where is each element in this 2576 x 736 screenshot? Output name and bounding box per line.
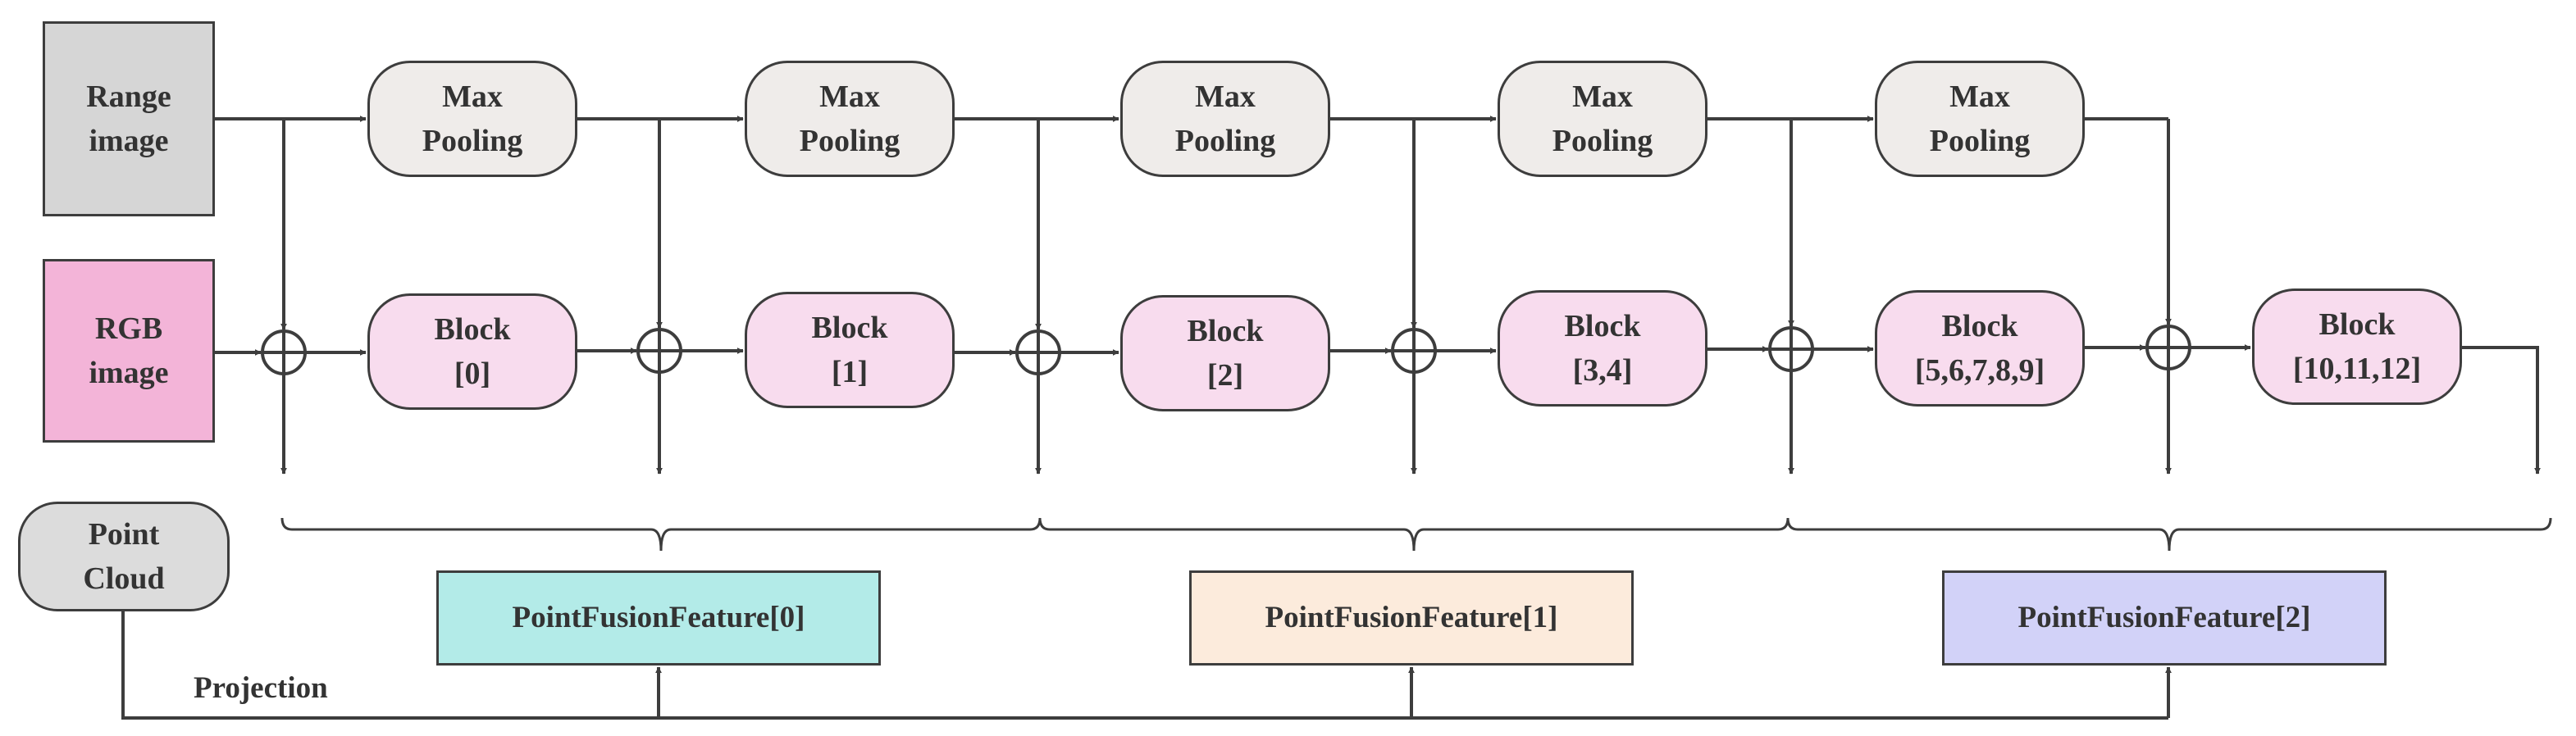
block-5-9: Block [5,6,7,8,9]: [1875, 290, 2085, 407]
point-fusion-feature-0: PointFusionFeature[0]: [436, 570, 881, 666]
block-10-12: Block [10,11,12]: [2252, 288, 2462, 405]
fusion-add-4: [1768, 326, 1814, 372]
block-3-4: Block [3,4]: [1498, 290, 1707, 407]
max-pooling-1: Max Pooling: [745, 61, 955, 177]
brace-0: [280, 517, 1042, 552]
point-cloud-box: Point Cloud: [18, 502, 230, 611]
block-2: Block [2]: [1120, 295, 1330, 411]
brace-1: [1038, 517, 1790, 552]
range-image-box: Range image: [43, 21, 215, 216]
rgb-image-box: RGB image: [43, 259, 215, 443]
projection-label: Projection: [194, 671, 328, 705]
max-pooling-0: Max Pooling: [367, 61, 577, 177]
fusion-add-3: [1391, 328, 1437, 374]
fusion-add-5: [2145, 325, 2191, 370]
point-fusion-feature-2: PointFusionFeature[2]: [1942, 570, 2387, 666]
max-pooling-4: Max Pooling: [1875, 61, 2085, 177]
brace-2: [1786, 517, 2552, 552]
fusion-add-2: [1015, 329, 1061, 375]
point-fusion-feature-1: PointFusionFeature[1]: [1189, 570, 1634, 666]
max-pooling-2: Max Pooling: [1120, 61, 1330, 177]
block-0: Block [0]: [367, 293, 577, 410]
block-1: Block [1]: [745, 292, 955, 408]
fusion-add-1: [636, 328, 682, 374]
max-pooling-3: Max Pooling: [1498, 61, 1707, 177]
fusion-add-0: [261, 329, 307, 375]
projection-line: [121, 611, 2168, 720]
final-block-output: [2462, 346, 2541, 475]
